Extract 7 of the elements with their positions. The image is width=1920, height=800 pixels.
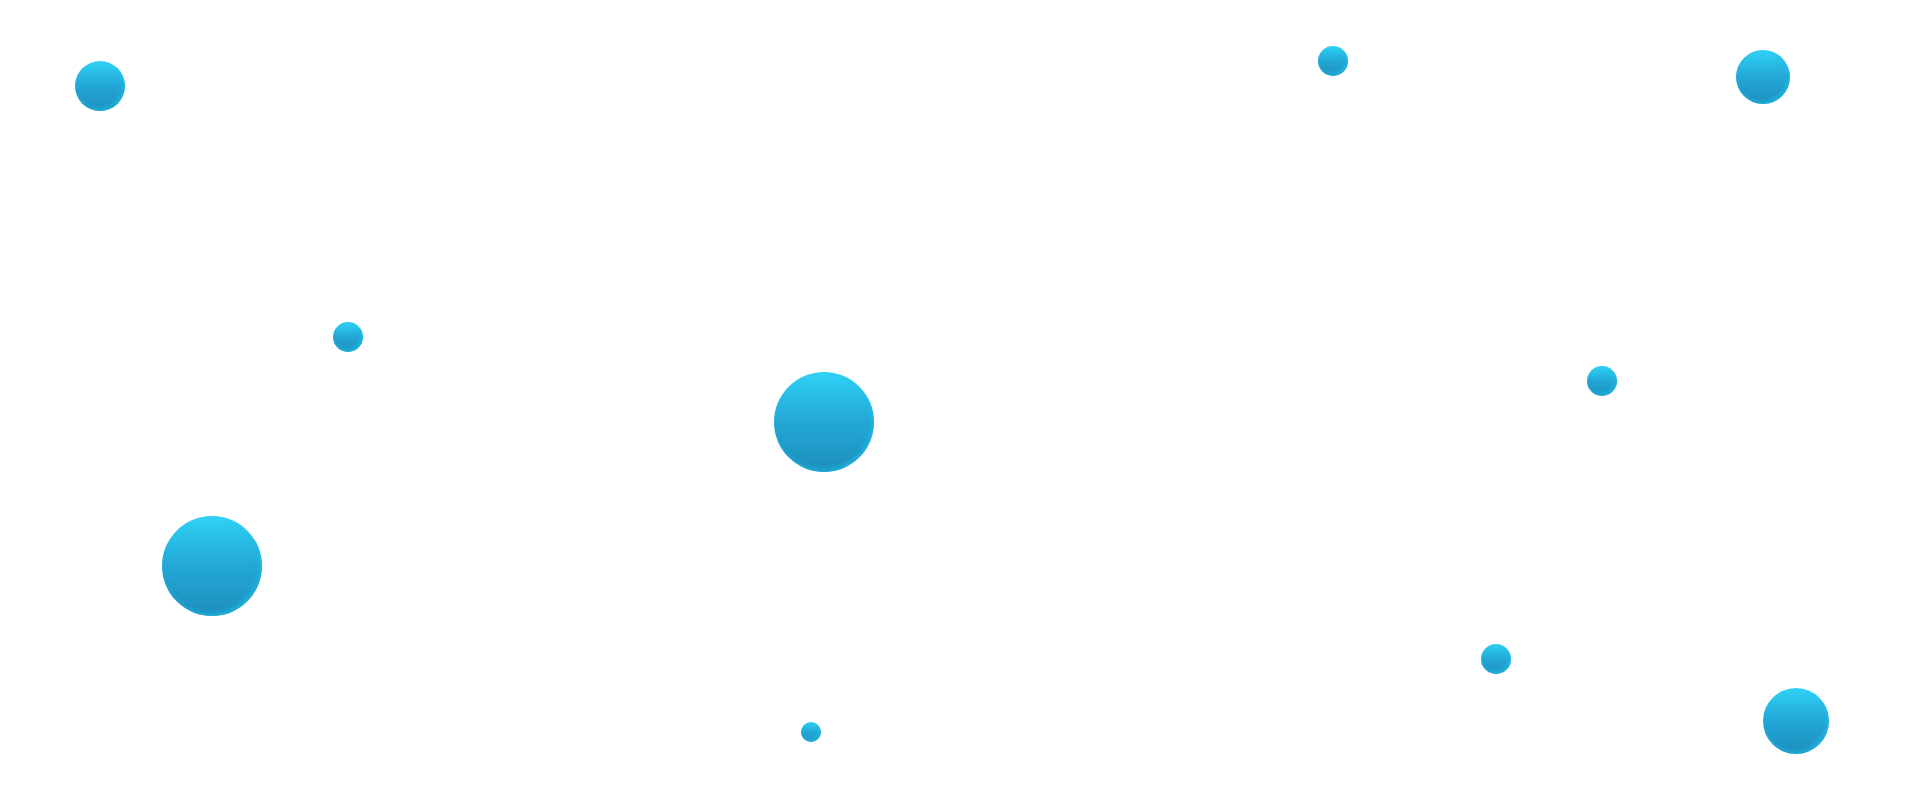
bubble — [1587, 366, 1617, 396]
bubble — [1481, 644, 1511, 674]
bubble — [1318, 46, 1348, 76]
bubble — [333, 322, 363, 352]
bubble — [1736, 50, 1790, 104]
bubble — [75, 61, 125, 111]
bubble — [801, 722, 821, 742]
